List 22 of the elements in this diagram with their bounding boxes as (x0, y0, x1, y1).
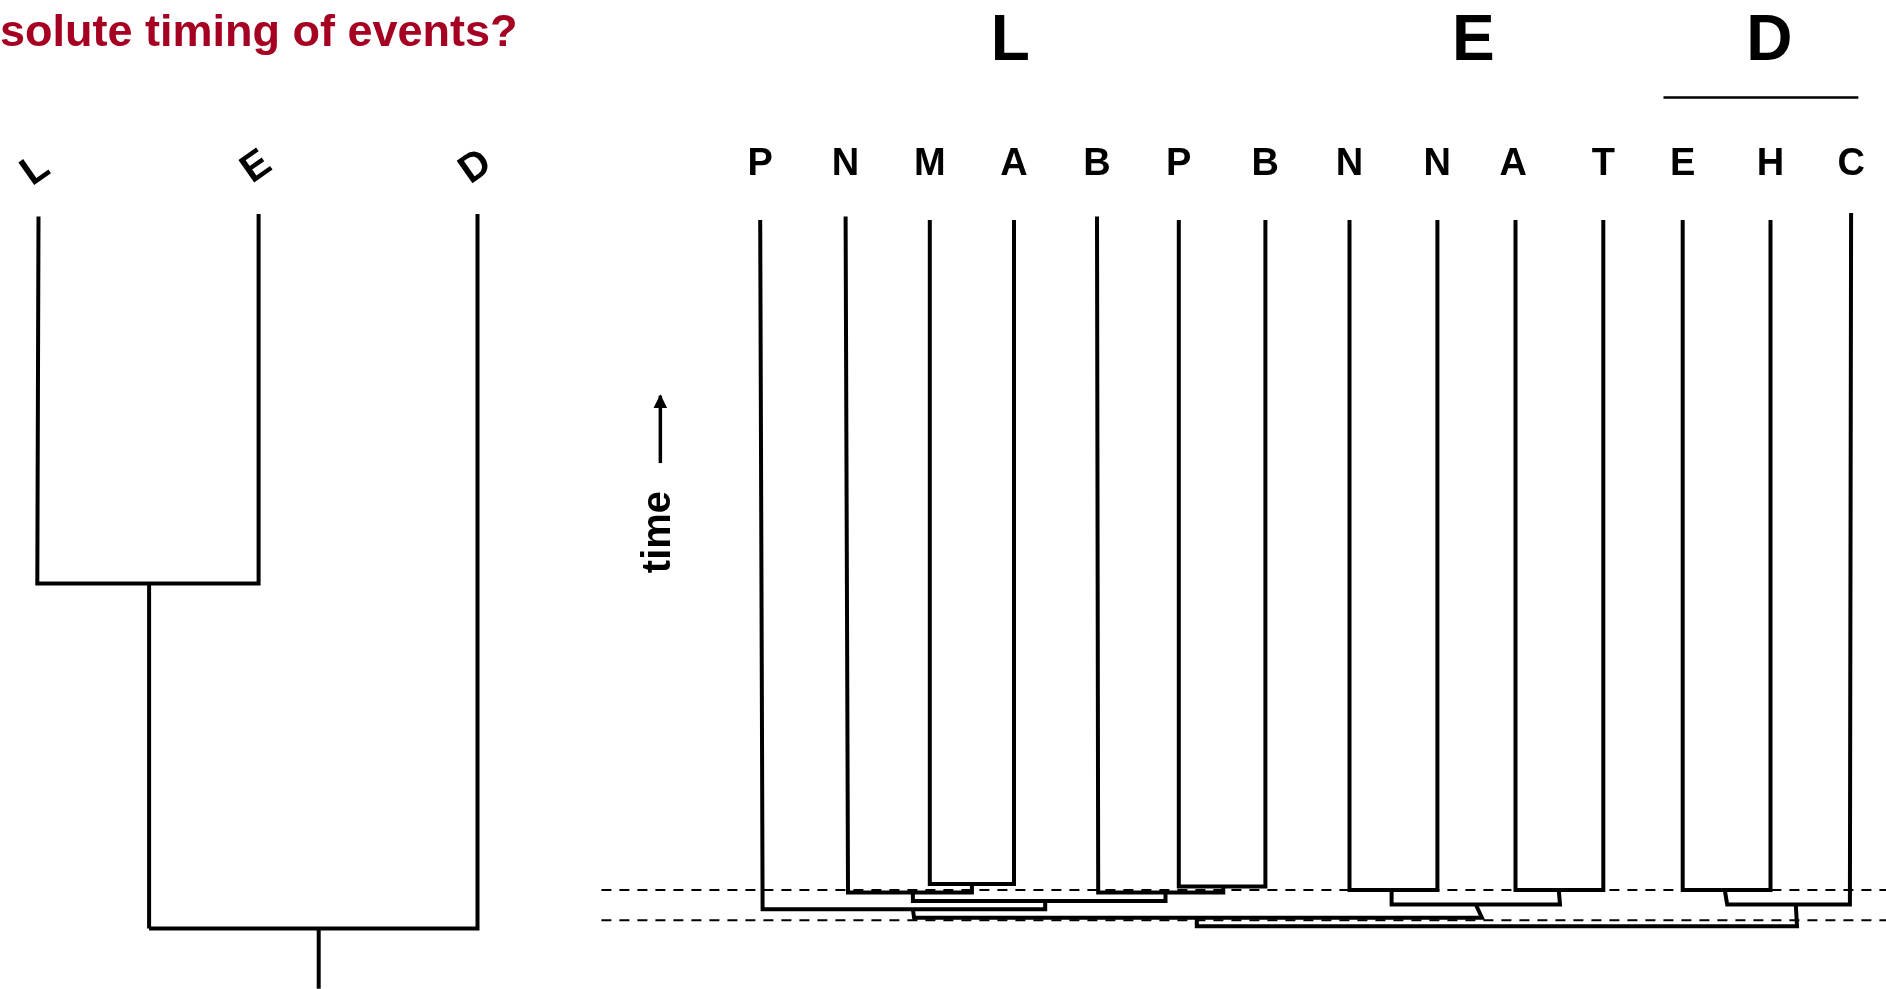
axis-label: time (635, 490, 676, 573)
taxon-label: M (913, 143, 946, 182)
group-label: D (450, 140, 497, 190)
taxon-label: H (1756, 143, 1785, 182)
taxon-label: N (831, 143, 860, 182)
taxon-label: N (1423, 143, 1452, 182)
taxon-label: T (1591, 143, 1615, 182)
taxon-label: B (1251, 143, 1280, 182)
group-label: D (1746, 6, 1793, 71)
group-label: L (13, 145, 56, 192)
taxon-label: A (1499, 143, 1527, 182)
taxon-label: P (1166, 143, 1192, 182)
group-label: E (1452, 6, 1495, 71)
taxon-label: B (1083, 143, 1111, 182)
taxon-label: C (1837, 143, 1865, 182)
slide-title: solute timing of events? (0, 7, 518, 53)
taxon-label: A (1000, 143, 1028, 182)
taxon-label: E (1670, 143, 1696, 182)
taxon-label: N (1335, 143, 1364, 182)
group-label: E (232, 140, 277, 189)
group-label: L (990, 6, 1030, 71)
taxon-label: P (747, 143, 773, 182)
